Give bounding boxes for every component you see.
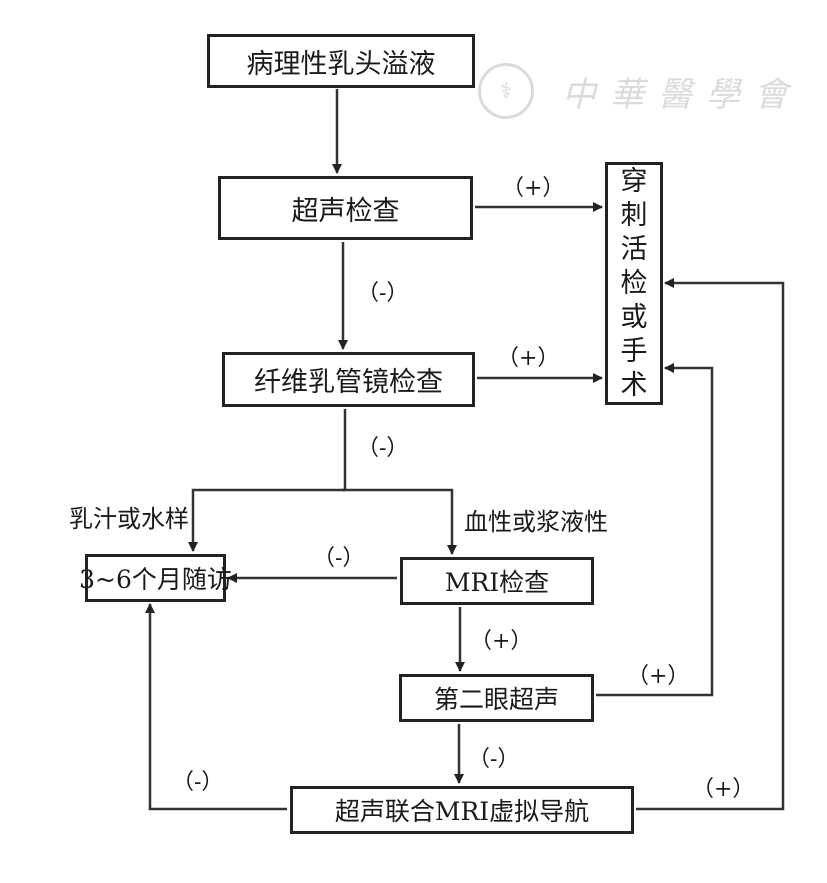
node-biopsy-surgery: 穿 刺 活 检 或 手 术 xyxy=(605,162,663,405)
node-ductoscopy: 纤维乳管镜检查 xyxy=(222,352,475,407)
node-second-look-us: 第二眼超声 xyxy=(399,674,594,722)
biopsy-char: 手 xyxy=(620,335,648,367)
node-start-label: 病理性乳头溢液 xyxy=(246,48,436,80)
sign-ductoscopy-negative: （-） xyxy=(357,436,409,461)
node-mri-label: MRI检查 xyxy=(444,568,550,597)
node-us-mri-navigation-label: 超声联合MRI虚拟导航 xyxy=(334,797,590,826)
node-followup: 3~6个月随访 xyxy=(79,554,232,602)
biopsy-char: 活 xyxy=(620,233,648,265)
label-milk-or-watery: 乳汁或水样 xyxy=(69,505,189,533)
node-ultrasound-label: 超声检查 xyxy=(291,195,400,227)
sign-second-look-negative: （-） xyxy=(468,747,520,772)
sign-us-negative: （-） xyxy=(357,281,409,306)
sign-ductoscopy-positive: （+） xyxy=(497,346,560,371)
biopsy-char: 或 xyxy=(620,301,648,333)
biopsy-char: 术 xyxy=(620,369,648,401)
watermark-text: 中華醫學會 xyxy=(562,74,802,115)
biopsy-char: 检 xyxy=(620,267,648,299)
node-second-look-us-label: 第二眼超声 xyxy=(433,685,559,714)
sign-navigation-positive: （+） xyxy=(692,777,755,802)
sign-mri-negative: （-） xyxy=(313,546,365,571)
node-followup-label: 3~6个月随访 xyxy=(79,565,232,594)
biopsy-char: 刺 xyxy=(620,199,648,231)
node-mri: MRI检查 xyxy=(400,557,594,605)
arrow-second-look-to-biopsy xyxy=(596,363,714,697)
sign-us-positive: （+） xyxy=(502,176,565,201)
node-start: 病理性乳头溢液 xyxy=(207,34,475,88)
sign-second-look-positive: （+） xyxy=(627,664,690,689)
node-ultrasound: 超声检查 xyxy=(218,176,473,240)
cma-emblem-icon: ⚕ xyxy=(478,63,534,119)
node-us-mri-navigation: 超声联合MRI虚拟导航 xyxy=(290,786,634,834)
arrow-to-mri xyxy=(342,488,457,555)
node-ductoscopy-label: 纤维乳管镜检查 xyxy=(254,367,443,398)
biopsy-char: 穿 xyxy=(620,165,648,197)
arrow-navigation-to-followup xyxy=(145,603,287,811)
arrow-navigation-to-biopsy xyxy=(636,278,785,811)
label-bloody-or-serous: 血性或浆液性 xyxy=(464,508,608,536)
arrow-to-followup xyxy=(188,488,345,552)
watermark: ⚕ 中華醫學會 xyxy=(478,63,802,119)
sign-mri-positive: （+） xyxy=(470,629,533,654)
sign-navigation-negative: （-） xyxy=(172,770,224,795)
